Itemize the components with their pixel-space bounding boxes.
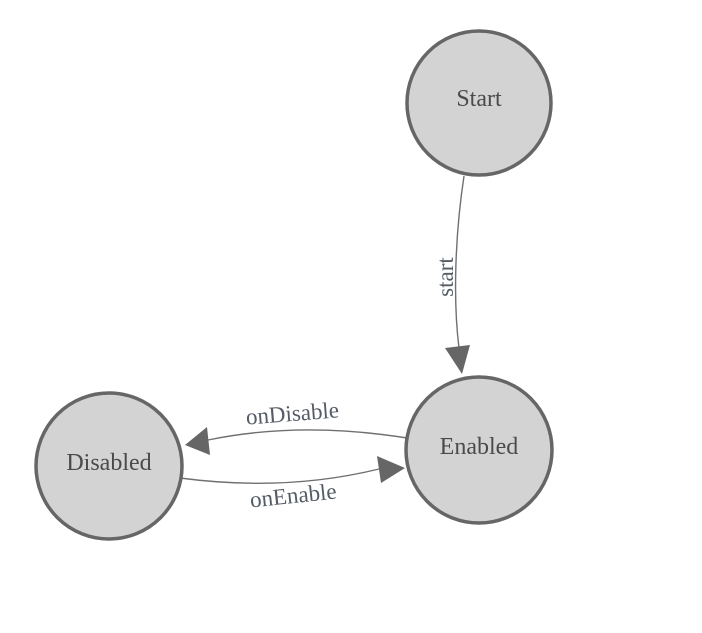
start-edge-arrowhead-icon xyxy=(445,345,470,374)
transition-start-to-enabled: start xyxy=(433,175,470,374)
ondisable-edge-arrowhead-icon xyxy=(185,427,210,455)
node-label-enabled: Enabled xyxy=(440,434,519,460)
start-edge-line xyxy=(454,175,465,349)
start-node-circle xyxy=(405,29,553,177)
edge-label-start: start xyxy=(433,257,458,297)
ondisable-edge-line xyxy=(207,429,408,441)
node-label-disabled: Disabled xyxy=(66,450,151,476)
enabled-node-circle xyxy=(404,375,554,525)
state-node-enabled: Enabled xyxy=(404,375,554,525)
onenable-edge-arrowhead-icon xyxy=(377,456,405,483)
onenable-edge-line xyxy=(179,468,380,484)
disabled-node-circle xyxy=(34,391,184,541)
node-label-start: Start xyxy=(456,86,502,112)
state-node-disabled: Disabled xyxy=(34,391,184,541)
state-node-start: Start xyxy=(405,29,553,177)
